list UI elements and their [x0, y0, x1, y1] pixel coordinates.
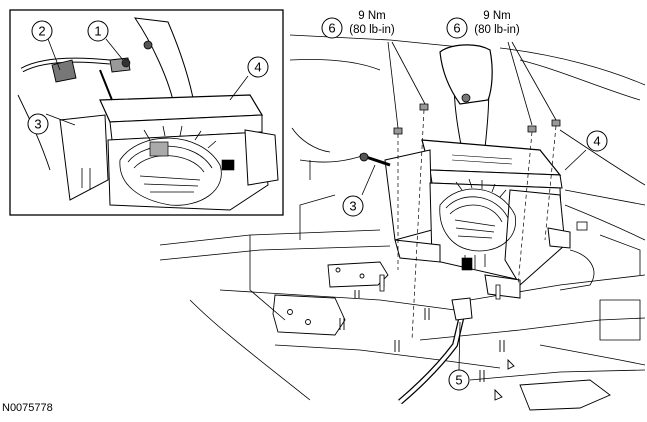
- torque-spec-left-lbin: (80 lb-in): [349, 24, 395, 36]
- figure-id: N0075778: [2, 402, 53, 414]
- svg-text:3: 3: [34, 117, 41, 132]
- callout-5: 5: [448, 369, 470, 391]
- bolt-centerlines: [397, 109, 557, 341]
- svg-text:2: 2: [38, 24, 45, 39]
- shifter-assembly-main: [359, 44, 588, 300]
- shift-cable-main: [398, 297, 611, 411]
- detail-inset: [9, 9, 284, 216]
- svg-text:5: 5: [455, 373, 462, 388]
- callout-1: 1: [87, 20, 109, 42]
- inset-shifter: [17, 17, 279, 211]
- svg-text:4: 4: [593, 134, 600, 149]
- callout-2: 2: [31, 20, 53, 42]
- torque-spec-left-nm: 9 Nm: [358, 10, 385, 22]
- torque-spec-right-nm: 9 Nm: [483, 10, 510, 22]
- callout-4-main: 4: [586, 130, 608, 152]
- svg-text:4: 4: [254, 60, 261, 75]
- callout-6-right: 6: [446, 17, 468, 39]
- svg-text:3: 3: [349, 199, 356, 214]
- leader-lines: [45, 38, 587, 371]
- svg-text:6: 6: [328, 21, 335, 36]
- callout-4-inset: 4: [247, 56, 269, 78]
- callout-3-main: 3: [342, 195, 364, 217]
- callout-3-inset: 3: [27, 113, 49, 135]
- svg-text:1: 1: [94, 24, 101, 39]
- torque-spec-right-lbin: (80 lb-in): [474, 24, 520, 36]
- svg-text:6: 6: [453, 21, 460, 36]
- callout-6-left: 6: [321, 17, 343, 39]
